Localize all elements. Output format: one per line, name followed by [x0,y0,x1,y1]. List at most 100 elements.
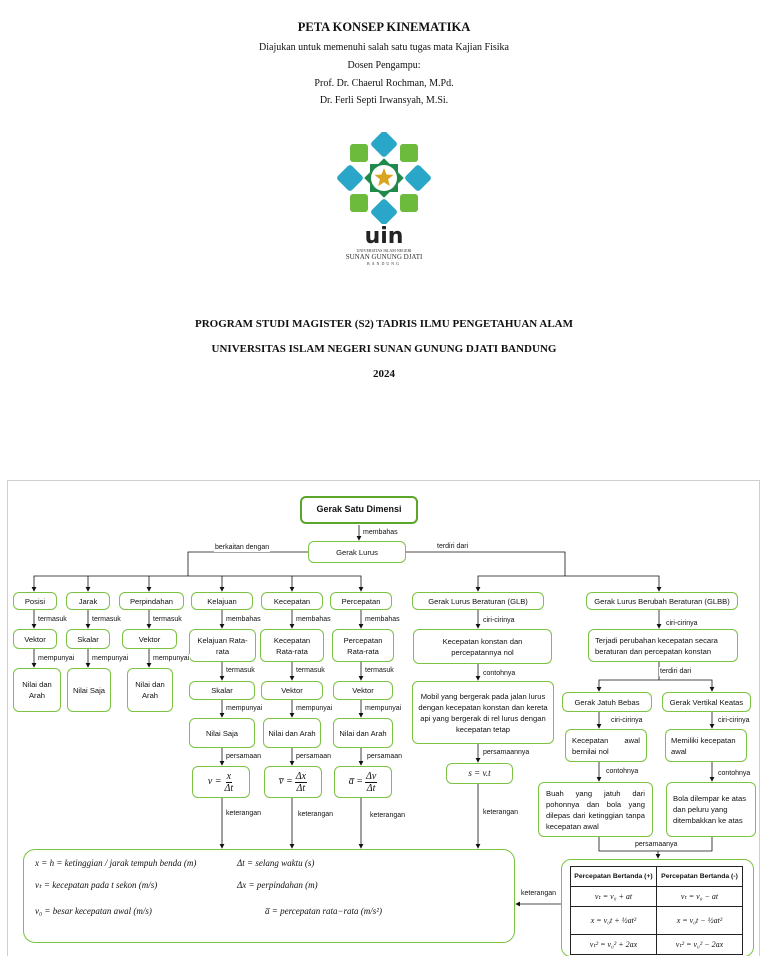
link-persamaan-percepatan: persamaan [366,752,404,761]
link-termasuk-perpindahan: termasuk [152,615,183,624]
link-mempunyai-percepatan: mempunyai [364,704,403,713]
glbb-equation-table: Percepatan Bertanda (+) Percepatan Berta… [561,859,754,956]
link-mempunyai-posisi: mempunyai [37,654,76,663]
link-mempunyai-perpindahan: mempunyai [152,654,191,663]
link-ciri-glb: ciri-cirinya [482,616,516,625]
node-percepatan-rata-rata: Percepatan Rata-rata [332,629,394,662]
node-kelajuan: Kelajuan [191,592,253,610]
node-glb-ciri: Kecepatan konstan dan percepatannya nol [413,629,552,664]
node-kecepatan-rata-rata: Kecepatan Rata-rata [260,629,324,662]
formula-percepatan-lhs: a̅ = [348,775,363,787]
node-vektor-percepatan: Vektor [333,681,393,700]
logo-line-1: UNIVERSITAS ISLAM NEGERI [356,248,412,253]
legend-item-v0: v₀ = besar kecepatan awal (m/s) [35,906,152,916]
node-skalar-jarak: Skalar [66,629,110,649]
link-mempunyai-jarak: mempunyai [91,654,130,663]
link-persamaan-kelajuan: persamaan [225,752,263,761]
node-nilai-dan-arah-posisi: Nilai dan Arah [13,668,61,712]
link-mempunyai-kecepatan: mempunyai [295,704,334,713]
legend-item-dt: Δt = selang waktu (s) [237,858,315,868]
link-keterangan-glb: keterangan [482,808,520,817]
equation-table: Percepatan Bertanda (+) Percepatan Berta… [570,866,743,955]
link-termasuk-kecepatan: termasuk [295,666,326,675]
formula-kecepatan-den: Δt [296,782,306,794]
node-glb-contoh: Mobil yang bergerak pada jalan lurus den… [412,681,554,744]
node-gerak-satu-dimensi: Gerak Satu Dimensi [300,496,418,524]
lecturer-label: Dosen Pengampu: [347,60,421,71]
link-persamaanya-glbb: persamaanya [634,840,679,849]
node-gerak-jatuh-bebas: Gerak Jatuh Bebas [562,692,652,712]
node-nilai-saja-kelajuan: Nilai Saja [189,718,255,748]
node-jatuh-bebas-contoh: Buah yang jatuh dari pohonnya dan bola y… [538,782,653,837]
formula-percepatan-den: Δt [366,782,376,794]
link-termasuk-percepatan: termasuk [364,666,395,675]
node-jatuh-bebas-ciri: Kecepatan awal bernilai nol [565,729,647,762]
node-vektor-kecepatan: Vektor [261,681,323,700]
connector-lines [31,525,715,907]
table-row: x = v₀t + ½at² x = v₀t − ½at² [570,906,743,935]
link-berkaitan-dengan: berkaitan dengan [214,543,271,552]
node-skalar-kelajuan: Skalar [189,681,255,700]
logo-line-2: SUNAN GUNUNG DJATI [345,253,423,261]
formula-kelajuan-lhs: v = [207,775,222,787]
link-contoh-jatuh-bebas: contohnya [605,767,640,776]
eq-x-positive: x = v₀t + ½at² [570,906,657,935]
link-membahas-root: membahas [362,528,399,537]
node-vertikal-keatas-ciri: Memiliki kecepatan awal [665,729,747,762]
legend-item-a: a̅ = percepatan rata−rata (m/s²) [265,906,382,916]
eq-vt-negative: vₜ = v₀ − at [656,886,743,907]
link-persamaan-kecepatan: persamaan [295,752,333,761]
link-termasuk-jarak: termasuk [91,615,122,624]
link-termasuk-posisi: termasuk [37,615,68,624]
lecturer-1: Prof. Dr. Chaerul Rochman, M.Pd. [314,78,454,89]
year: 2024 [373,368,395,380]
header-negative: Percepatan Bertanda (-) [656,866,743,887]
link-mempunyai-kelajuan: mempunyai [225,704,264,713]
link-membahas-kelajuan: membahas [225,615,262,624]
lecturer-2: Dr. Ferli Septi Irwansyah, M.Si. [319,95,449,106]
concept-map: Gerak Satu Dimensi membahas Gerak Lurus … [7,480,760,956]
link-contoh-vertikal-keatas: contohnya [717,769,752,778]
link-terdiri-dari: terdiri dari [436,542,470,551]
formula-kelajuan-num: x [225,770,233,783]
link-membahas-percepatan: membahas [364,615,401,624]
link-termasuk-kelajuan: termasuk [225,666,256,675]
link-keterangan-kelajuan: keterangan [225,809,263,818]
node-nilai-dan-arah-kecepatan: Nilai dan Arah [263,718,321,748]
legend-item-vt: vₜ = kecepatan pada t sekon (m/s) [35,880,158,890]
link-keterangan-percepatan: keterangan [369,811,407,820]
node-perpindahan: Perpindahan [119,592,184,610]
link-keterangan-glbb: keterangan [520,889,558,898]
uin-logo: uin UNIVERSITAS ISLAM NEGERI SUNAN GUNUN… [334,132,434,267]
link-ciri-jatuh-bebas: ciri-cirinya [610,716,644,725]
node-gerak-vertikal-keatas: Gerak Vertikal Keatas [662,692,751,712]
node-nilai-dan-arah-percepatan: Nilai dan Arah [333,718,393,748]
link-ciri-glbb: ciri-cirinya [665,619,699,628]
node-glb: Gerak Lurus Beraturan (GLB) [412,592,544,610]
eq-vt2-positive: vₜ² = v₀² + 2ax [570,934,657,955]
formula-kecepatan-lhs: v̅ = [279,775,293,787]
node-glbb: Gerak Lurus Berubah Beraturan (GLBB) [586,592,738,610]
node-vertikal-keatas-contoh: Bola dilempar ke atas dan peluru yang di… [666,782,756,837]
logo-line-3: BANDUNG [367,261,401,266]
header-positive: Percepatan Bertanda (+) [570,866,657,887]
node-vektor-perpindahan: Vektor [122,629,177,649]
uin-star-emblem-icon [337,132,431,224]
link-keterangan-kecepatan: keterangan [297,810,335,819]
table-row: vₜ² = v₀² + 2ax vₜ² = v₀² − 2ax [570,934,743,955]
link-membahas-kecepatan: membahas [295,615,332,624]
formula-percepatan-num: Δv [364,770,378,783]
legend-item-dx: Δx = perpindahan (m) [237,880,318,890]
document-subtitle: Diajukan untuk memenuhi salah satu tugas… [259,42,509,53]
link-persamaan-glb: persamaannya [482,748,531,757]
eq-vt-positive: vₜ = v₀ + at [570,886,657,907]
node-glbb-ciri: Terjadi perubahan kecepatan secara berat… [588,629,738,662]
legend-keterangan: x = h = ketinggian / jarak tempuh benda … [23,849,515,943]
link-ciri-vertikal-keatas: ciri-cirinya [717,716,751,725]
